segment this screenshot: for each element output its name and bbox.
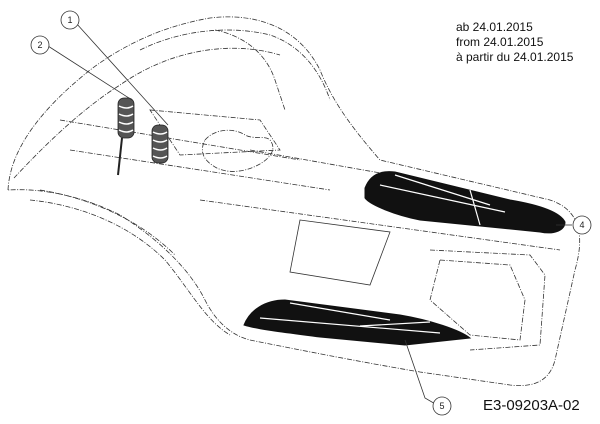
callout-1: 1 [60,10,169,126]
body-outline [7,16,581,387]
validity-line-fr: à partir du 24.01.2015 [456,50,574,64]
callout-5: 5 [404,339,452,416]
svg-text:2: 2 [37,40,42,50]
validity-note: ab 24.01.2015 from 24.01.2015 à partir d… [456,20,573,65]
callout-2: 2 [30,35,133,101]
validity-line-en: from 24.01.2015 [456,35,544,49]
svg-text:4: 4 [579,220,584,230]
svg-text:5: 5 [439,401,444,411]
callout-4: 4 [556,215,592,235]
drawing-code: E3-09203A-02 [483,397,580,414]
foot-mat-front [243,299,472,346]
validity-line-de: ab 24.01.2015 [456,20,533,34]
foot-mat-right [364,171,566,234]
spring-left [117,97,135,176]
spring-right [151,124,169,164]
svg-text:1: 1 [67,15,72,25]
